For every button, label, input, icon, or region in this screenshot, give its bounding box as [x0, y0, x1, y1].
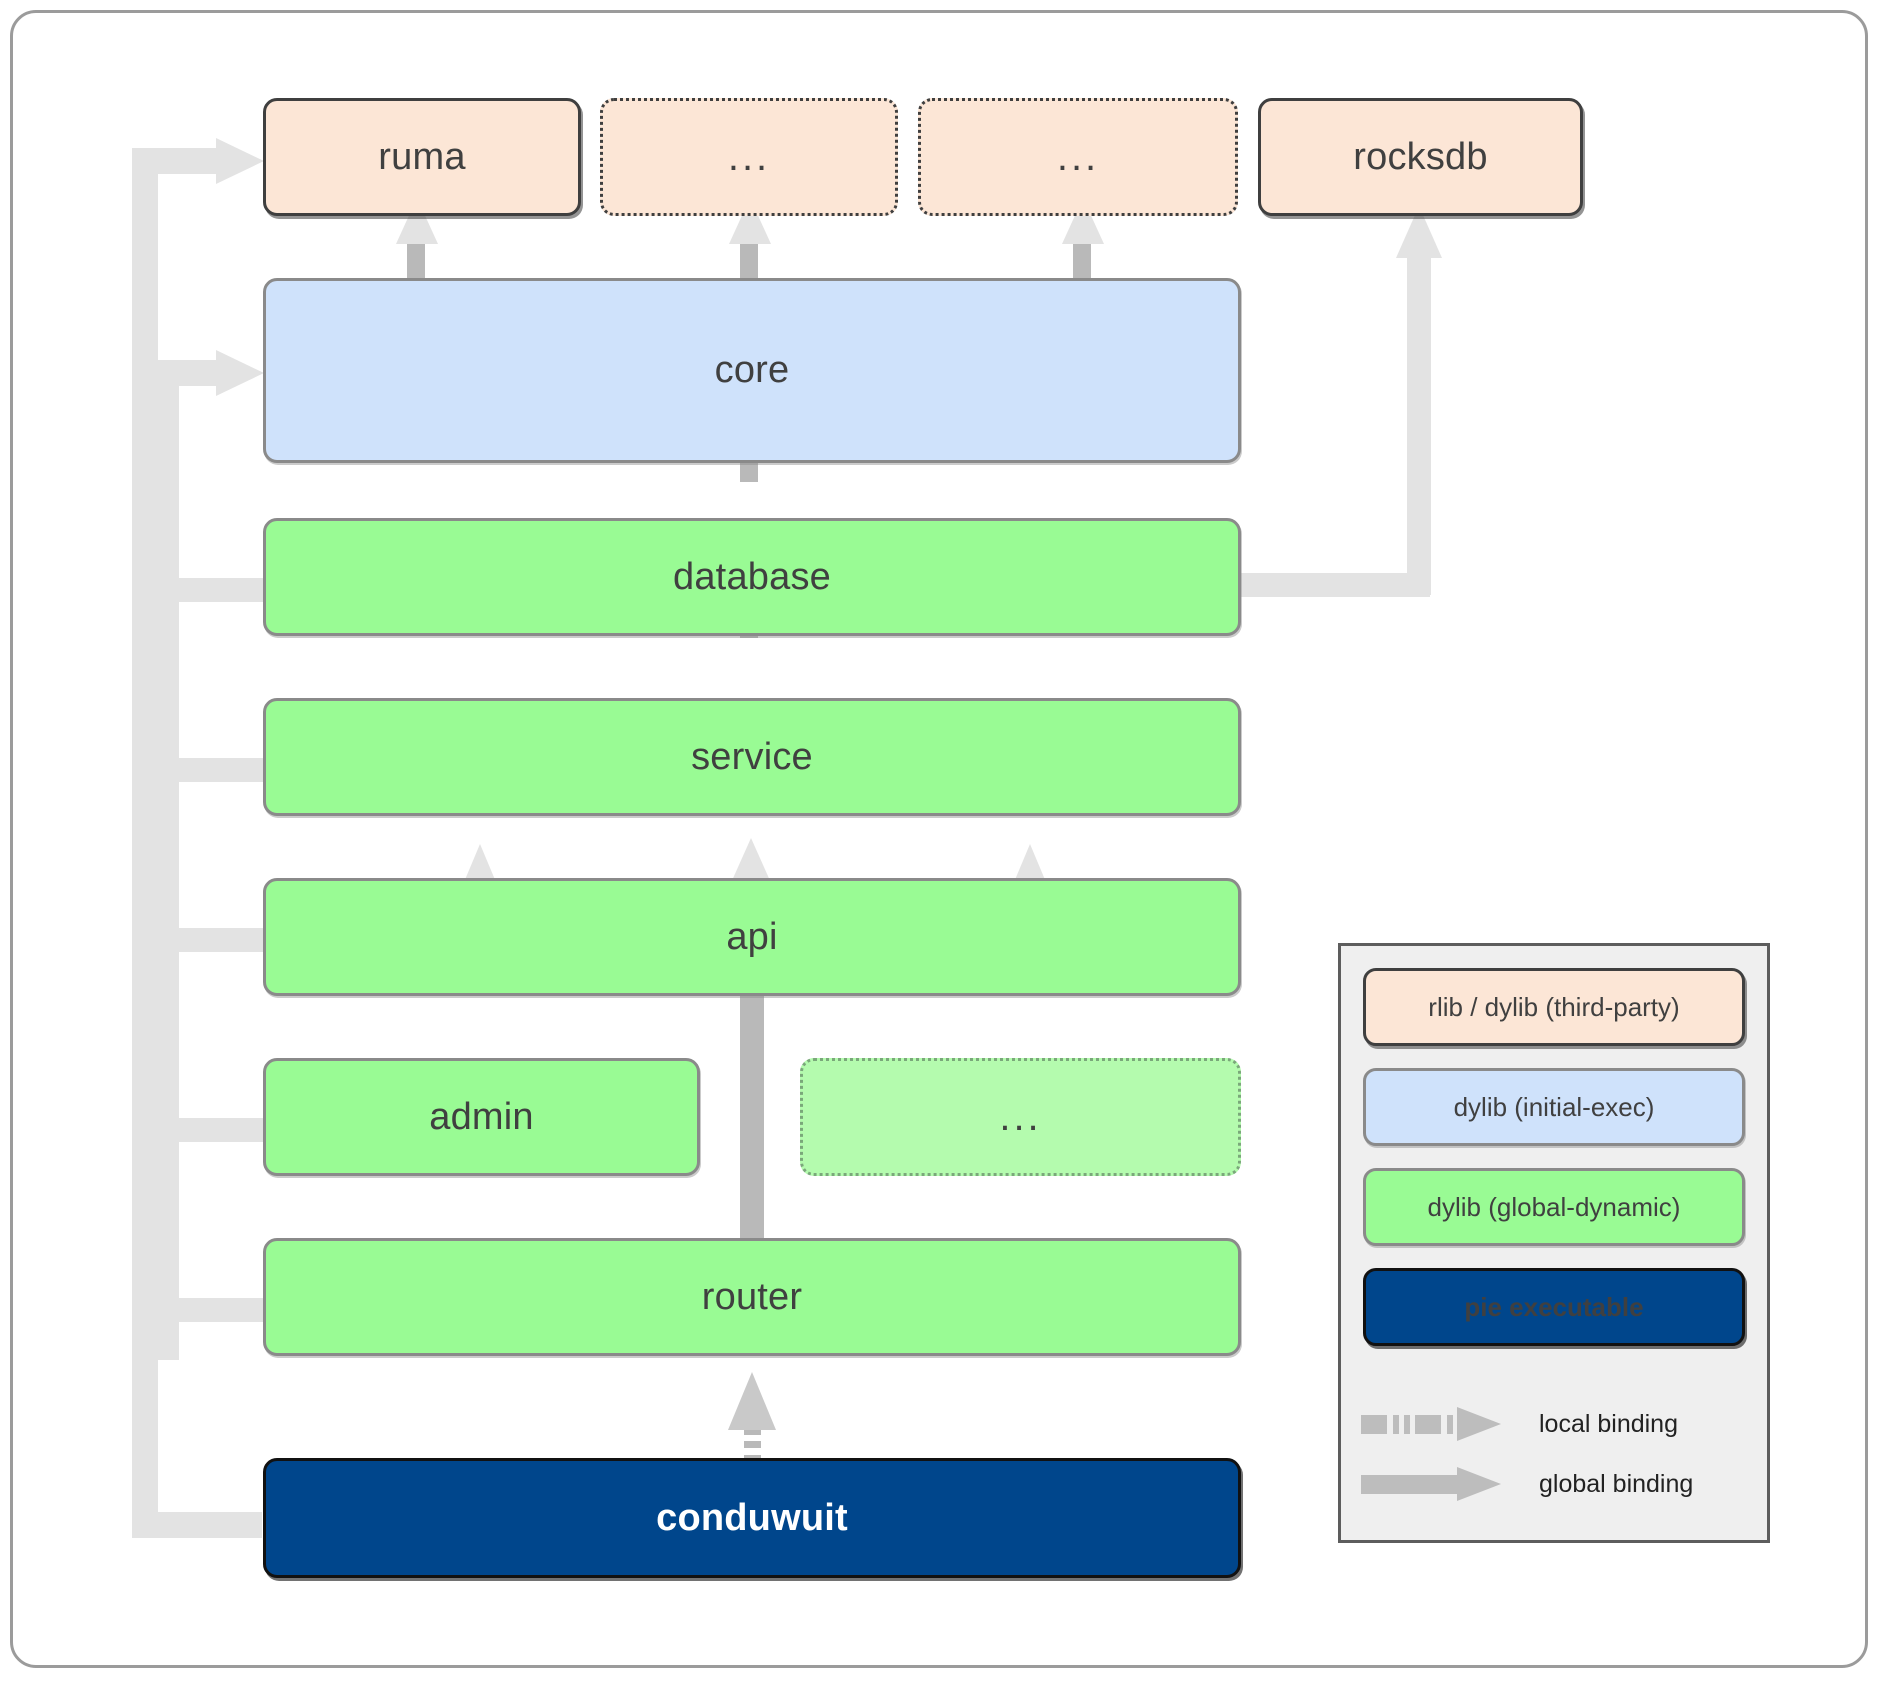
edge-conduwuit-to-router-dash-3: [744, 1429, 761, 1435]
node-router[interactable]: router: [263, 1238, 1241, 1356]
node-database[interactable]: database: [263, 518, 1241, 636]
node-ruma[interactable]: ruma: [263, 98, 581, 216]
edge-trunk-to-database: [155, 578, 265, 602]
legend-item-third-party-label: rlib / dylib (third-party): [1428, 991, 1680, 1022]
legend-binding-global: global binding: [1361, 1454, 1753, 1514]
edge-conduwuit-trunk-vertical: [132, 148, 158, 1538]
legend-item-initial-exec-label: dylib (initial-exec): [1453, 1091, 1655, 1122]
node-third-party-b-label: ...: [1056, 135, 1100, 179]
node-service[interactable]: service: [263, 698, 1241, 816]
node-ruma-label: ruma: [378, 135, 466, 178]
node-rocksdb-label: rocksdb: [1353, 135, 1488, 178]
edge-trunk-to-ruma-arrowhead: [216, 138, 264, 184]
node-third-party-a[interactable]: ...: [600, 98, 898, 216]
node-admin[interactable]: admin: [263, 1058, 700, 1176]
node-router-label: router: [701, 1275, 803, 1318]
legend-item-initial-exec: dylib (initial-exec): [1363, 1068, 1745, 1146]
local-binding-arrow-icon: [1361, 1407, 1501, 1441]
edge-conduwuit-to-router-arrowhead: [728, 1372, 776, 1430]
legend-item-third-party: rlib / dylib (third-party): [1363, 968, 1745, 1046]
node-conduwuit[interactable]: conduwuit: [263, 1458, 1241, 1578]
edge-core-to-third-a-shaft: [740, 238, 758, 280]
edge-trunk-to-router: [155, 1298, 265, 1322]
edge-core-to-third-b-shaft: [1073, 238, 1091, 280]
legend-item-pie-executable: pie executable: [1363, 1268, 1745, 1346]
edge-trunk-to-service: [155, 758, 265, 782]
edge-trunk-to-api: [155, 928, 265, 952]
node-core[interactable]: core: [263, 278, 1241, 463]
edge-conduwuit-to-router-dash-2: [744, 1441, 761, 1448]
edge-trunk-to-core-shaft: [155, 360, 223, 386]
edge-trunk-to-core-arrowhead: [216, 350, 264, 396]
node-core-label: core: [714, 349, 790, 391]
node-database-label: database: [673, 555, 831, 598]
edge-database-to-rocksdb-vertical: [1407, 255, 1431, 595]
edge-core-to-ruma-shaft: [407, 238, 425, 280]
node-more-services[interactable]: ...: [800, 1058, 1241, 1176]
edge-trunk-to-admin: [155, 1118, 265, 1142]
legend-item-global-dynamic-label: dylib (global-dynamic): [1427, 1191, 1681, 1222]
legend-binding-local-label: local binding: [1539, 1409, 1678, 1438]
edge-trunk-to-ruma-shaft: [132, 148, 222, 174]
node-api[interactable]: api: [263, 878, 1241, 996]
node-service-label: service: [691, 735, 813, 778]
node-third-party-a-label: ...: [727, 135, 771, 179]
edge-inner-trunk-vertical: [155, 360, 179, 1360]
legend-panel: rlib / dylib (third-party) dylib (initia…: [1338, 943, 1770, 1543]
node-admin-label: admin: [429, 1095, 534, 1138]
edge-conduwuit-trunk-bottom: [132, 1512, 262, 1538]
legend-item-global-dynamic: dylib (global-dynamic): [1363, 1168, 1745, 1246]
node-more-services-label: ...: [999, 1095, 1042, 1139]
legend-item-pie-executable-label: pie executable: [1464, 1291, 1644, 1322]
node-rocksdb[interactable]: rocksdb: [1258, 98, 1583, 216]
node-conduwuit-label: conduwuit: [656, 1496, 848, 1539]
node-api-label: api: [726, 915, 778, 958]
global-binding-arrow-icon: [1361, 1467, 1501, 1501]
edge-database-to-rocksdb-horizontal: [1235, 573, 1430, 597]
legend-binding-local: local binding: [1361, 1394, 1753, 1454]
node-third-party-b[interactable]: ...: [918, 98, 1238, 216]
legend-binding-global-label: global binding: [1539, 1469, 1694, 1498]
